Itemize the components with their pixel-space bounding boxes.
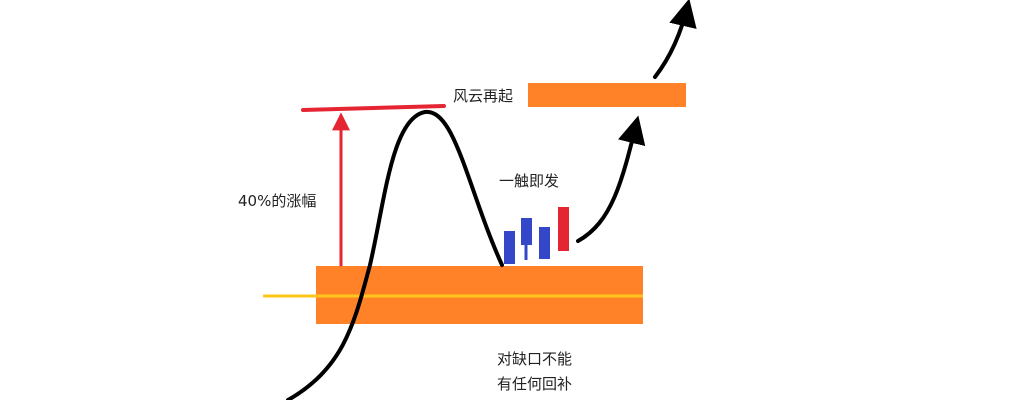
breakout-arrow <box>576 115 646 243</box>
peak-level-line <box>301 104 446 112</box>
label-resurgence: 风云再起 <box>453 87 513 105</box>
label-imminent: 一触即发 <box>499 172 559 190</box>
candle-blue-2 <box>521 218 532 245</box>
label-gap-line2: 有任何回补 <box>497 375 572 393</box>
candle-red-1 <box>558 207 569 251</box>
candlesticks <box>504 207 569 264</box>
breakout-zone <box>528 83 686 107</box>
label-gain: 40%的涨幅 <box>238 192 316 210</box>
price-curve <box>286 109 504 400</box>
continuation-arrow <box>653 0 697 79</box>
candle-blue-1 <box>504 231 515 264</box>
candle-blue-3 <box>539 227 550 259</box>
label-gap-line1: 对缺口不能 <box>497 350 572 368</box>
